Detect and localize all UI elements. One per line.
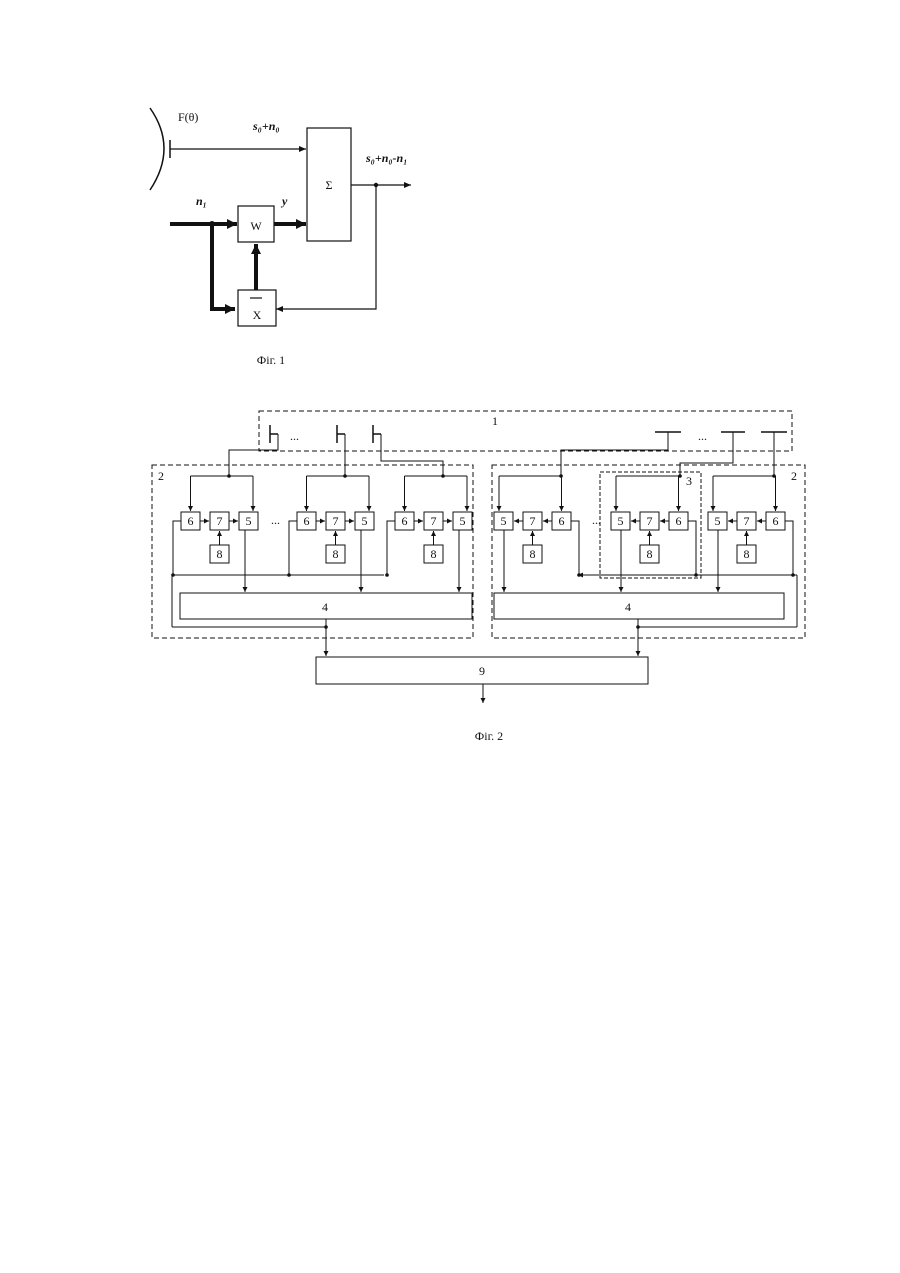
block-8-label: 8 [530,547,536,561]
block-6-label: 6 [402,514,408,528]
aux-to-correlator-line [212,224,235,309]
bus-node [287,573,291,577]
block-8-label: 8 [647,547,653,561]
tap-node [343,474,347,478]
figure-1 [150,108,411,326]
bus-node [577,573,581,577]
antenna-label: F(θ) [178,110,198,124]
main-input-label: s₀+n₀ [252,119,280,133]
summator-output-label: s₀+n₀-n₁ [365,151,407,165]
block-7-label: 7 [217,514,223,528]
bus-node [171,573,175,577]
antenna-array-box [259,411,792,451]
weight-symbol: W [250,219,262,233]
block-6-label: 6 [559,514,565,528]
tap-node [441,474,445,478]
tap-node [559,474,563,478]
feed-left-3 [381,434,443,476]
block-7-label: 7 [530,514,536,528]
block-7-label: 7 [744,514,750,528]
block-6-label: 6 [773,514,779,528]
block-6-label: 6 [188,514,194,528]
block-6-label: 6 [676,514,682,528]
block-5-label: 5 [501,514,507,528]
module-3-number: 3 [686,474,692,488]
feed-right-1 [561,432,668,476]
loop-in [387,521,395,575]
right-combiner-block [494,593,784,619]
loop-in [571,521,579,575]
figure-2-caption: Фіг. 2 [475,729,503,743]
loop-in [688,521,696,575]
output-combiner-number: 9 [479,664,485,678]
loop-in [785,521,793,575]
bus-node [694,573,698,577]
block-8-label: 8 [744,547,750,561]
right-ellipsis: ... [698,429,707,443]
right-middle-ellipsis: ... [592,513,601,527]
block-7-label: 7 [333,514,339,528]
correlator-symbol: X [253,308,262,322]
block-5-label: 5 [460,514,466,528]
block-8-label: 8 [217,547,223,561]
summator-symbol: Σ [326,178,333,192]
block-8-label: 8 [333,547,339,561]
block-7-label: 7 [647,514,653,528]
figure-1-caption: Фіг. 1 [257,353,285,367]
left-antenna-elements [270,425,381,443]
figure-2 [152,411,805,703]
block-5-label: 5 [246,514,252,528]
block-5-label: 5 [362,514,368,528]
block-8-label: 8 [431,547,437,561]
bus-node [385,573,389,577]
tap-node [678,474,682,478]
block-5-label: 5 [618,514,624,528]
antenna-array-number: 1 [492,414,498,428]
left-combiner-number: 4 [322,600,328,614]
left-middle-ellipsis: ... [271,513,280,527]
bus-node [791,573,795,577]
left-subarray-number: 2 [158,469,164,483]
block-5-label: 5 [715,514,721,528]
loop-in [289,521,297,575]
right-subarray-number: 2 [791,469,797,483]
aux-input-label: n₁ [196,194,207,208]
tap-node [772,474,776,478]
antenna-reflector-icon [150,108,164,190]
tap-node [227,474,231,478]
weighted-output-label: y [280,194,288,208]
right-combiner-number: 4 [625,600,631,614]
left-ellipsis: ... [290,429,299,443]
block-7-label: 7 [431,514,437,528]
block-6-label: 6 [304,514,310,528]
loop-in [173,521,181,575]
